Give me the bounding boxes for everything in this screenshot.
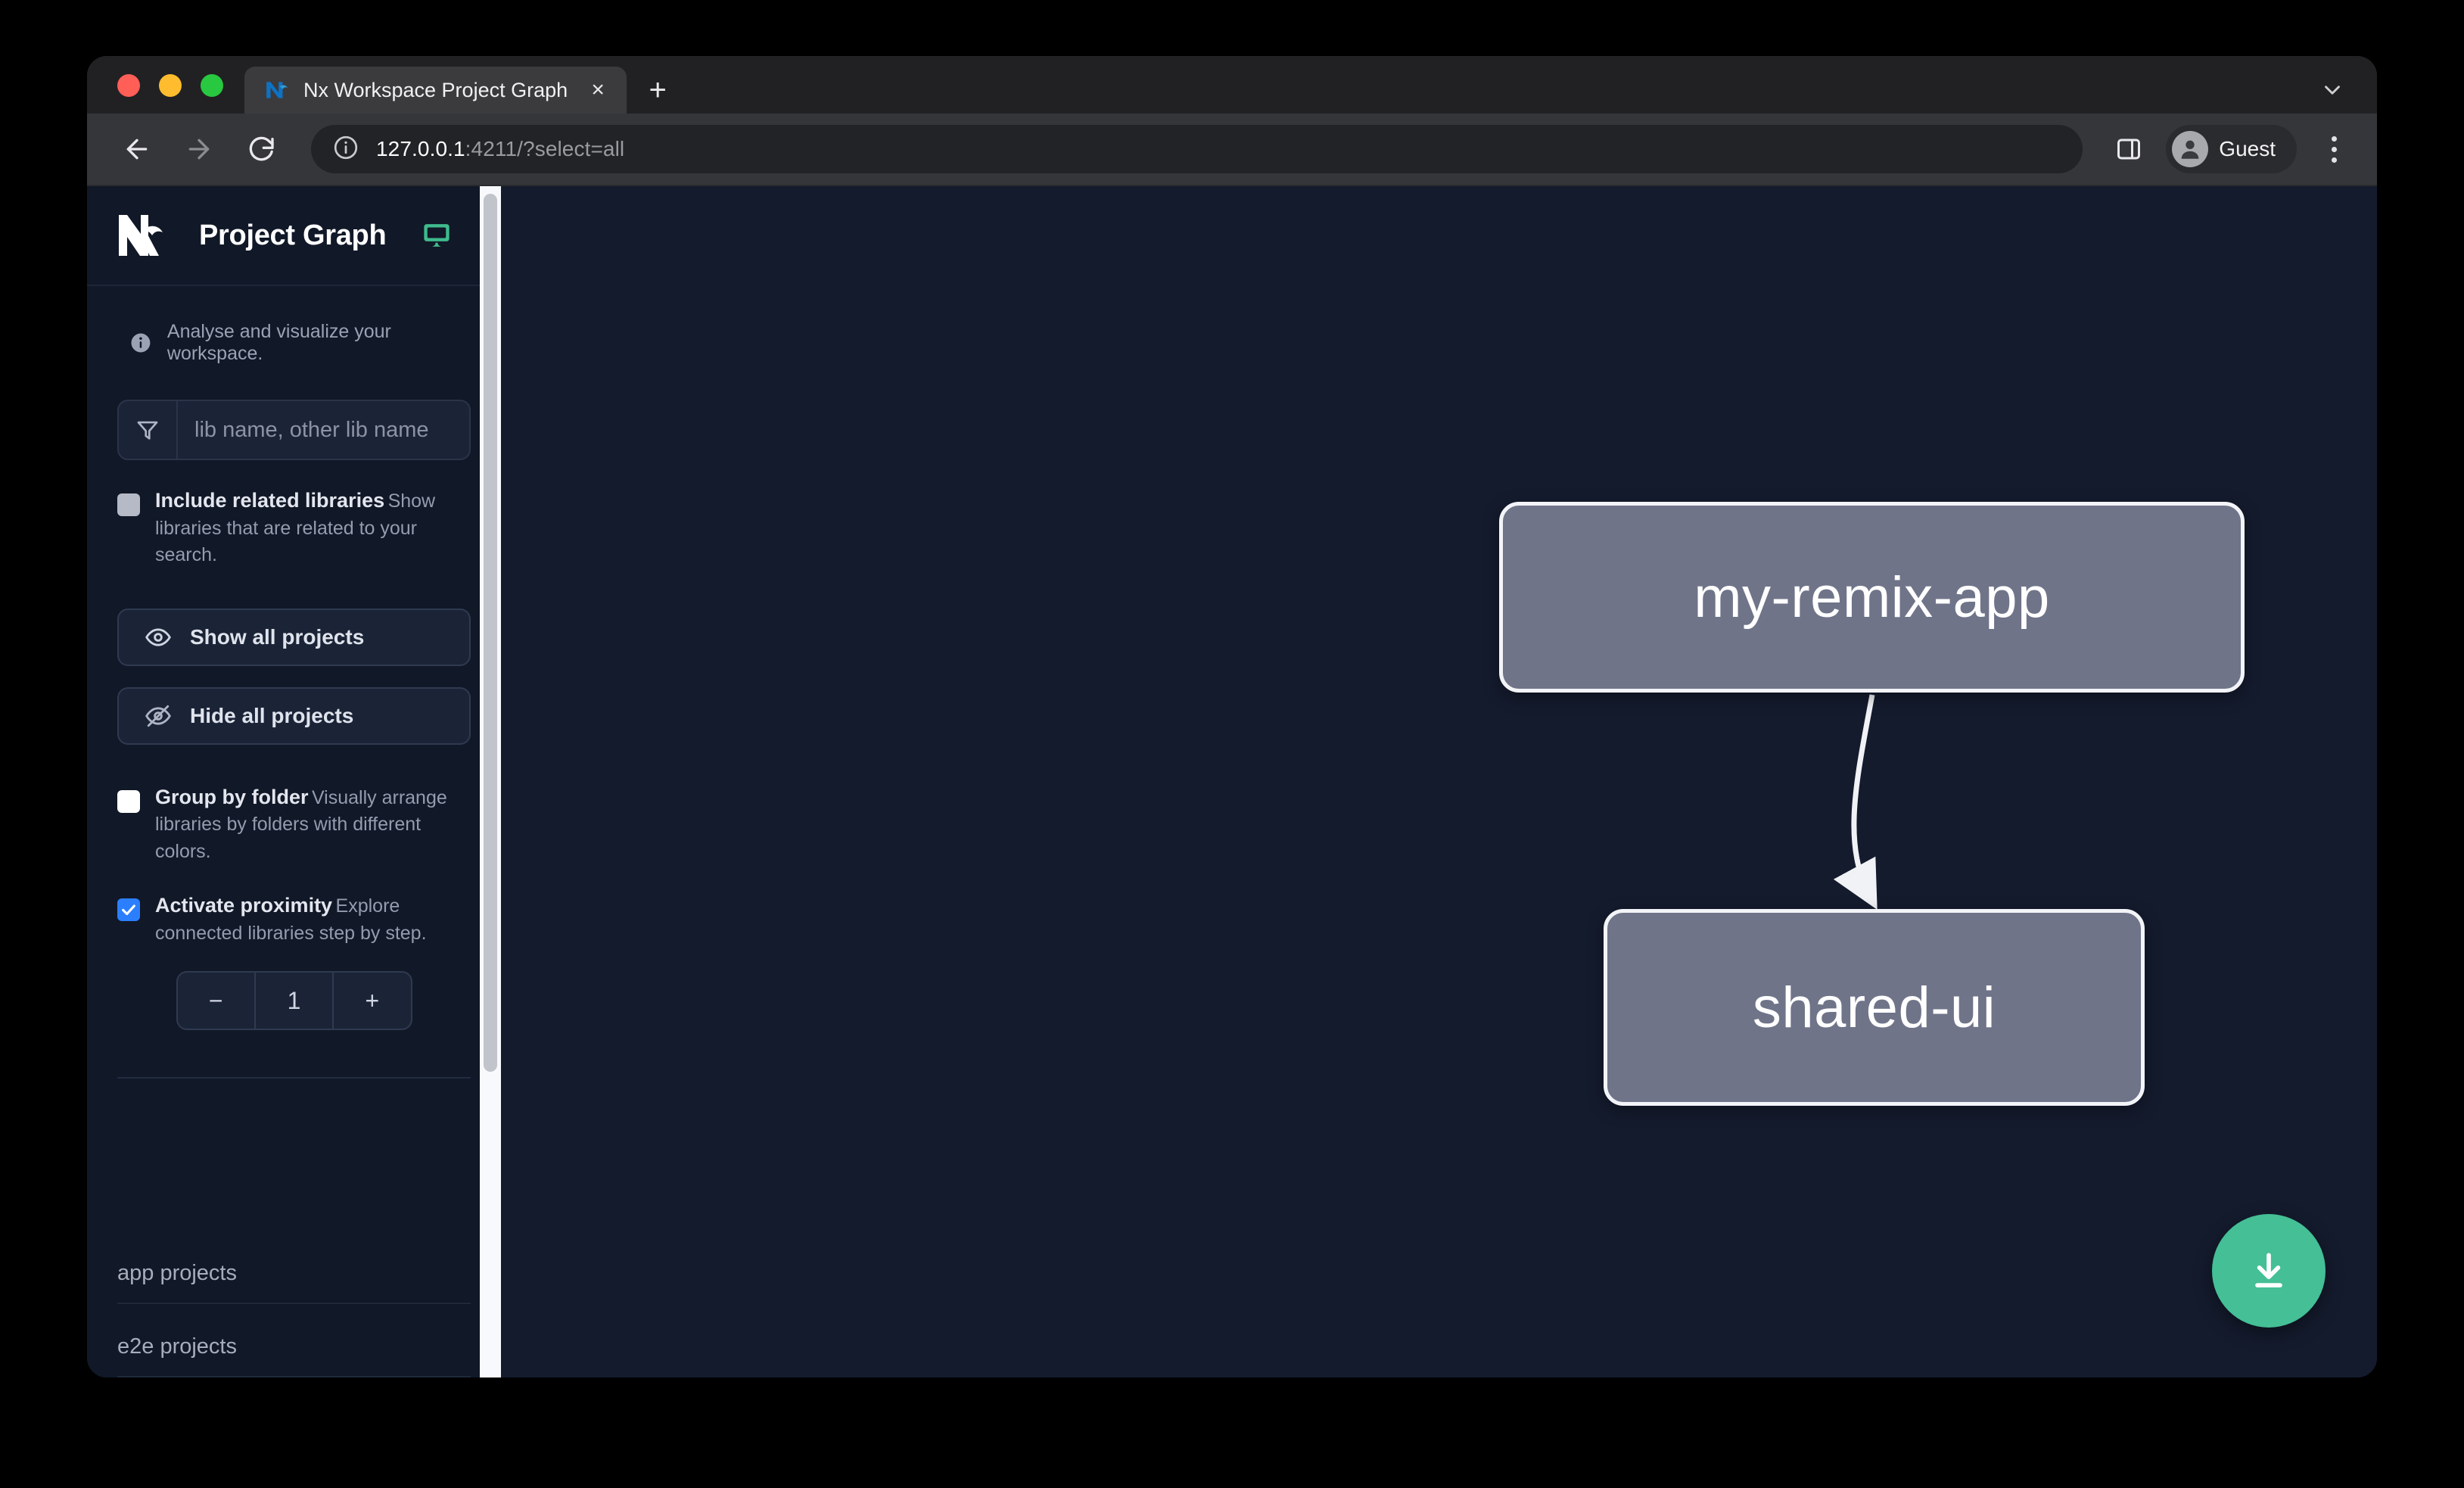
hide-all-projects-label: Hide all projects xyxy=(190,703,354,727)
page-title: Project Graph xyxy=(199,219,387,251)
checkbox-include-related-libraries[interactable] xyxy=(117,493,140,516)
funnel-filter-icon xyxy=(119,401,178,459)
proximity-stepper[interactable]: − 1 + xyxy=(176,971,412,1030)
sidebar: Project Graph Analyse and visualize your… xyxy=(87,186,501,1377)
option-description: Visually arrange libraries by folders wi… xyxy=(155,786,447,862)
graph-node-my-remix-app[interactable]: my-remix-app xyxy=(1499,502,2245,693)
show-all-projects-label: Show all projects xyxy=(190,624,365,649)
tab-close-icon[interactable]: × xyxy=(591,77,605,102)
page-content: Project Graph Analyse and visualize your… xyxy=(87,186,2377,1377)
url-path: :4211/?select=all xyxy=(465,137,625,160)
search-input[interactable] xyxy=(178,401,469,459)
close-window-button[interactable] xyxy=(117,74,140,97)
download-icon xyxy=(2255,1253,2282,1287)
filter-box[interactable] xyxy=(117,400,471,460)
reload-icon[interactable] xyxy=(237,125,285,173)
forward-arrow-icon[interactable] xyxy=(175,125,223,173)
option-description: Explore connected libraries step by step… xyxy=(155,895,427,944)
address-bar-url: 127.0.0.1:4211/?select=all xyxy=(376,137,624,161)
info-icon xyxy=(131,333,151,353)
project-group-app-projects[interactable]: app projects xyxy=(117,1231,471,1304)
maximize-window-button[interactable] xyxy=(201,74,223,97)
option-title: Group by folder xyxy=(155,785,309,808)
graph-edge-my-remix-app-to-shared-ui xyxy=(1833,694,1878,911)
checkbox-activate-proximity[interactable] xyxy=(117,898,140,921)
back-arrow-icon[interactable] xyxy=(113,125,161,173)
option-group-by-folder[interactable]: Group by folder Visually arrange librari… xyxy=(117,784,471,866)
graph-edges xyxy=(1833,694,1878,911)
sidebar-divider xyxy=(117,1077,471,1079)
show-all-projects-button[interactable]: Show all projects xyxy=(117,608,471,666)
option-include-related-libraries[interactable]: Include related libraries Show libraries… xyxy=(117,487,471,569)
chevron-down-icon[interactable] xyxy=(2306,67,2359,114)
browser-window: Nx Workspace Project Graph × + 127.0.0.1… xyxy=(87,56,2377,1377)
sidebar-body: Analyse and visualize your workspace. In… xyxy=(87,286,501,1231)
url-host: 127.0.0.1 xyxy=(376,137,465,160)
project-groups: app projects e2e projects xyxy=(87,1231,501,1377)
browser-tab-active[interactable]: Nx Workspace Project Graph × xyxy=(244,67,627,114)
tab-title: Nx Workspace Project Graph xyxy=(303,78,568,101)
eye-off-icon xyxy=(145,705,171,727)
tagline-row: Analyse and visualize your workspace. xyxy=(117,286,471,365)
info-circle-icon[interactable] xyxy=(332,134,359,165)
address-bar[interactable]: 127.0.0.1:4211/?select=all xyxy=(311,125,2083,173)
side-panel-icon[interactable] xyxy=(2105,126,2152,173)
download-graph-button[interactable] xyxy=(2212,1214,2326,1328)
checkbox-group-by-folder[interactable] xyxy=(117,789,140,813)
option-activate-proximity[interactable]: Activate proximity Explore connected lib… xyxy=(117,892,471,947)
browser-toolbar: 127.0.0.1:4211/?select=all Guest xyxy=(87,114,2377,186)
option-title: Include related libraries xyxy=(155,489,385,512)
sidebar-scrollbar-track[interactable] xyxy=(480,186,501,1377)
window-traffic-lights xyxy=(87,74,223,114)
sidebar-scrollbar-thumb[interactable] xyxy=(484,194,497,1072)
hide-all-projects-button[interactable]: Hide all projects xyxy=(117,686,471,745)
profile-name: Guest xyxy=(2219,137,2276,160)
stepper-value: 1 xyxy=(254,973,332,1029)
check-icon xyxy=(122,904,135,916)
project-graph-canvas[interactable]: my-remix-app shared-ui xyxy=(501,186,2377,1377)
monitor-icon[interactable] xyxy=(421,219,453,251)
browser-tabstrip: Nx Workspace Project Graph × + xyxy=(87,56,2377,114)
stepper-increment-button[interactable]: + xyxy=(332,973,410,1029)
eye-icon xyxy=(145,627,171,646)
tagline-text: Analyse and visualize your workspace. xyxy=(166,321,391,364)
avatar xyxy=(2172,131,2209,167)
profile-button[interactable]: Guest xyxy=(2166,125,2297,173)
option-title: Activate proximity xyxy=(155,894,333,917)
nx-logo-icon xyxy=(119,215,163,256)
option-description: Show libraries that are related to your … xyxy=(155,490,436,565)
sidebar-header: Project Graph xyxy=(87,186,501,286)
kebab-menu-icon[interactable] xyxy=(2310,126,2357,173)
graph-node-shared-ui[interactable]: shared-ui xyxy=(1604,909,2145,1106)
stepper-decrement-button[interactable]: − xyxy=(208,986,223,1014)
project-group-e2e-projects[interactable]: e2e projects xyxy=(117,1304,471,1377)
new-tab-button[interactable]: + xyxy=(649,73,667,107)
nx-favicon-icon xyxy=(266,82,288,98)
minimize-window-button[interactable] xyxy=(159,74,182,97)
